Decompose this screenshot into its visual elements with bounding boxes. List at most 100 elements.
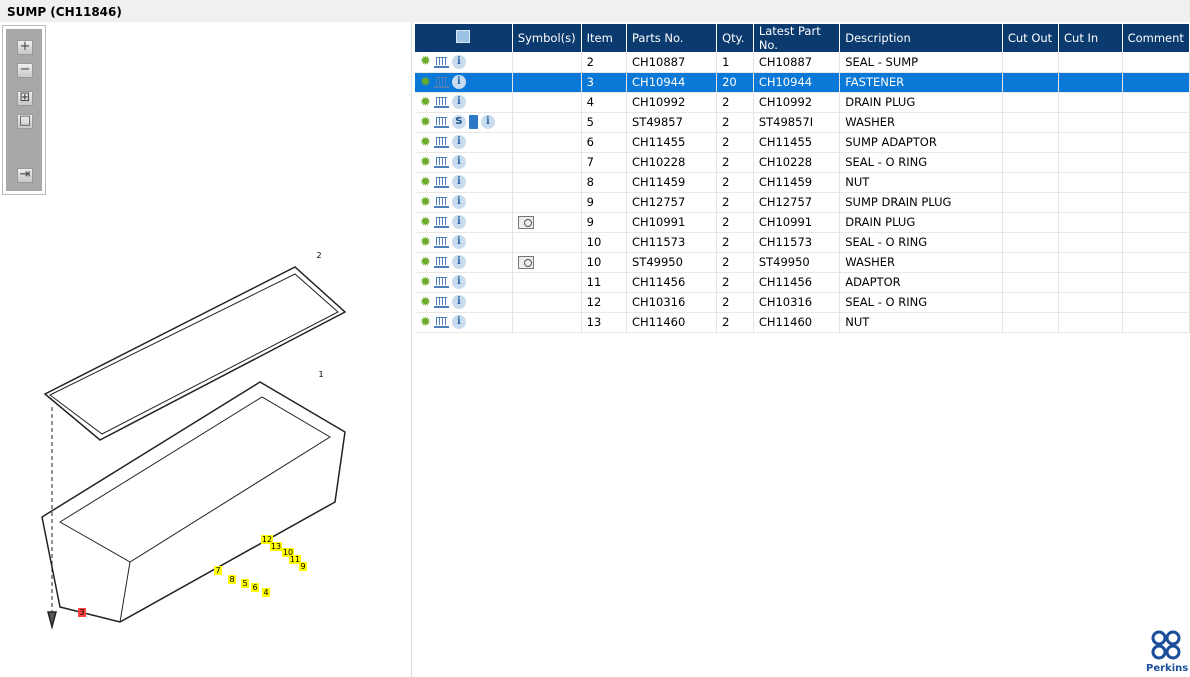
gear-icon[interactable]: ✹ bbox=[420, 174, 431, 190]
column-header[interactable]: Description bbox=[839, 24, 1003, 52]
column-header-find[interactable] bbox=[415, 24, 513, 52]
info-icon[interactable]: i bbox=[451, 75, 466, 89]
callout-label[interactable]: 11 bbox=[290, 555, 300, 564]
gear-icon[interactable]: ✹ bbox=[420, 314, 431, 330]
zoom-out-button[interactable]: − bbox=[17, 63, 33, 78]
cart-icon[interactable] bbox=[433, 56, 449, 68]
callout-marker[interactable] bbox=[289, 555, 301, 564]
cart-icon[interactable] bbox=[433, 216, 449, 228]
symbol-reference-icon[interactable] bbox=[517, 216, 534, 229]
callout-marker[interactable] bbox=[78, 608, 86, 617]
info-icon[interactable]: i bbox=[451, 235, 466, 249]
callout-label[interactable]: 2 bbox=[316, 251, 321, 260]
cart-icon[interactable] bbox=[433, 196, 449, 208]
callout-label[interactable]: 6 bbox=[252, 583, 257, 592]
info-icon[interactable]: i bbox=[451, 155, 466, 169]
callout-label[interactable]: 10 bbox=[283, 548, 293, 557]
gear-icon[interactable]: ✹ bbox=[420, 74, 431, 90]
gear-icon[interactable]: ✹ bbox=[420, 234, 431, 250]
column-header[interactable]: Parts No. bbox=[626, 24, 718, 52]
callout-label[interactable]: 8 bbox=[229, 575, 234, 584]
column-header[interactable]: Symbol(s) bbox=[512, 24, 582, 52]
cart-icon[interactable] bbox=[433, 96, 449, 108]
gear-icon[interactable]: ✹ bbox=[420, 94, 431, 110]
callout-label[interactable]: 9 bbox=[300, 562, 305, 571]
info-icon[interactable]: i bbox=[451, 175, 466, 189]
gear-icon[interactable]: ✹ bbox=[420, 134, 431, 150]
book-icon[interactable] bbox=[468, 115, 478, 129]
fit-view-button[interactable]: ⊞ bbox=[17, 91, 33, 106]
export-button[interactable]: ⇥ bbox=[17, 168, 33, 183]
column-header[interactable]: Cut Out bbox=[1002, 24, 1060, 52]
info-icon[interactable]: i bbox=[451, 295, 466, 309]
info-icon[interactable]: i bbox=[451, 275, 466, 289]
info-icon[interactable]: i bbox=[451, 215, 466, 229]
gear-icon[interactable]: ✹ bbox=[420, 154, 431, 170]
cart-icon[interactable] bbox=[433, 156, 449, 168]
column-header[interactable]: Cut In bbox=[1058, 24, 1123, 52]
callout-marker[interactable] bbox=[282, 548, 294, 557]
info-icon[interactable]: i bbox=[451, 54, 466, 69]
column-header[interactable]: Comment bbox=[1122, 24, 1190, 52]
callout-label[interactable]: 12 bbox=[262, 535, 272, 544]
callout-marker[interactable] bbox=[261, 535, 273, 544]
cart-icon[interactable] bbox=[433, 76, 449, 88]
gear-icon[interactable]: ✹ bbox=[420, 254, 431, 270]
column-header[interactable]: Qty. bbox=[716, 24, 754, 52]
cart-icon[interactable] bbox=[433, 256, 449, 268]
callout-label[interactable]: 7 bbox=[215, 566, 220, 575]
callout-label[interactable]: 3 bbox=[79, 608, 84, 617]
callout-marker[interactable] bbox=[241, 579, 249, 588]
info-icon[interactable]: i bbox=[451, 195, 466, 209]
callout-marker[interactable] bbox=[228, 575, 236, 584]
gear-icon[interactable]: ✹ bbox=[420, 274, 431, 290]
callout-label[interactable]: 4 bbox=[263, 588, 268, 597]
info-icon[interactable]: i bbox=[451, 315, 466, 329]
cart-icon[interactable] bbox=[433, 296, 449, 308]
actual-size-button[interactable]: □ bbox=[17, 113, 33, 129]
gear-icon[interactable]: ✹ bbox=[420, 294, 431, 310]
gear-icon[interactable]: ✹ bbox=[420, 214, 431, 230]
info-icon[interactable]: i bbox=[480, 115, 495, 129]
cart-icon[interactable] bbox=[433, 176, 449, 188]
callout-marker[interactable] bbox=[270, 542, 282, 551]
supersession-icon[interactable]: S bbox=[451, 115, 466, 129]
zoom-in-button[interactable]: + bbox=[17, 40, 33, 55]
gear-icon[interactable]: ✹ bbox=[420, 194, 431, 210]
callout-marker[interactable] bbox=[251, 583, 259, 592]
cart-icon[interactable] bbox=[433, 316, 449, 328]
column-header[interactable]: Latest Part No. bbox=[753, 24, 841, 52]
callout-label[interactable]: 5 bbox=[242, 579, 247, 588]
info-icon[interactable]: i bbox=[451, 135, 466, 149]
symbol-reference-icon[interactable] bbox=[517, 256, 534, 269]
find-icon[interactable] bbox=[456, 30, 471, 43]
info-icon[interactable]: i bbox=[451, 95, 466, 109]
callout-marker[interactable] bbox=[262, 588, 270, 597]
cart-icon[interactable] bbox=[433, 276, 449, 288]
info-icon[interactable]: i bbox=[451, 255, 466, 269]
gear-icon[interactable]: ✹ bbox=[420, 54, 431, 70]
cart-icon[interactable] bbox=[433, 136, 449, 148]
cart-icon[interactable] bbox=[433, 116, 449, 128]
callout-marker[interactable] bbox=[214, 566, 222, 575]
cart-icon[interactable] bbox=[433, 236, 449, 248]
callout-label[interactable]: 13 bbox=[271, 542, 281, 551]
callout-label[interactable]: 1 bbox=[318, 370, 323, 379]
column-header[interactable]: Item bbox=[581, 24, 628, 52]
callout-marker[interactable] bbox=[299, 562, 307, 571]
